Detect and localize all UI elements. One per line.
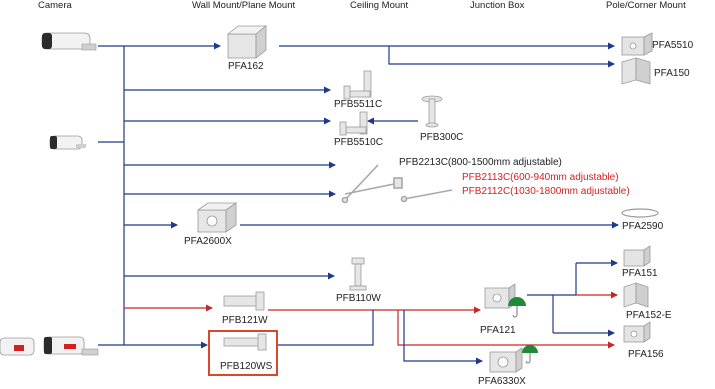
header-pole-corner-mount: Pole/Corner Mount <box>606 0 686 11</box>
camera-1-icon <box>41 32 97 51</box>
label-pfa152e: PFA152-E <box>626 310 672 321</box>
label-pfb300c: PFB300C <box>420 132 464 143</box>
pfb5511c-icon <box>343 70 372 100</box>
label-pfb2113c: PFB2113C(600-940mm adjustable) <box>462 172 619 183</box>
label-pfb2213c: PFB2213C(800-1500mm adjustable) <box>399 157 562 168</box>
pfb121w-icon <box>223 291 265 311</box>
label-pfb2112c: PFB2112C(1030-1800mm adjustable) <box>462 186 630 197</box>
pfa162-icon <box>226 25 268 59</box>
line-navy-to-pfa6330x <box>403 310 483 365</box>
label-pfb110w: PFB110W <box>336 293 381 304</box>
label-pfb5510c: PFB5510C <box>334 137 383 148</box>
pfa2600x-icon <box>196 202 238 233</box>
label-pfa156: PFA156 <box>628 349 664 360</box>
label-pfa150: PFA150 <box>654 68 690 79</box>
camera-2-icon <box>49 135 86 150</box>
header-junction-box: Junction Box <box>470 0 525 11</box>
label-pfa6330x: PFA6330X <box>478 376 526 387</box>
header-ceiling-mount: Ceiling Mount <box>350 0 409 11</box>
header-wall-mount: Wall Mount/Plane Mount <box>192 0 296 11</box>
pfa152e-icon <box>623 282 649 308</box>
pfb2213c-icon <box>341 164 379 204</box>
label-pfb5511c: PFB5511C <box>334 99 383 110</box>
line-red-down <box>397 310 615 349</box>
pfb120ws-icon <box>223 333 267 351</box>
pfa156-icon <box>623 321 651 343</box>
camera-3-icon <box>0 336 99 356</box>
label-pfa5510: PFA5510 <box>652 40 694 51</box>
umbrella-icon-2 <box>522 345 538 364</box>
pfb2112c-icon <box>400 189 453 203</box>
pfa5510-icon <box>621 32 653 56</box>
header-camera: Camera <box>38 0 72 11</box>
line-pfa162-pfa150 <box>388 46 615 68</box>
pfb120ws-highlight-box <box>208 330 278 376</box>
pfb110w-icon <box>349 257 367 291</box>
label-pfa151: PFA151 <box>622 268 658 279</box>
label-pfb120ws: PFB120WS <box>220 361 273 372</box>
label-pfa121: PFA121 <box>480 325 516 336</box>
label-pfb121w: PFB121W <box>222 315 268 326</box>
umbrella-icon-1 <box>508 297 526 318</box>
label-pfa2590: PFA2590 <box>622 221 664 232</box>
pfa151-icon <box>623 245 651 267</box>
pfb300c-icon <box>421 95 443 128</box>
pfb2113c-icon <box>344 177 403 195</box>
label-pfa162: PFA162 <box>228 61 264 72</box>
pfa150-icon <box>621 57 651 85</box>
pfa2590-icon <box>621 208 659 218</box>
line-pfb120ws-pfa121 <box>278 310 374 346</box>
pfb5510c-icon <box>339 111 368 136</box>
label-pfa2600x: PFA2600X <box>184 236 232 247</box>
pfa6330x-icon <box>489 347 523 373</box>
